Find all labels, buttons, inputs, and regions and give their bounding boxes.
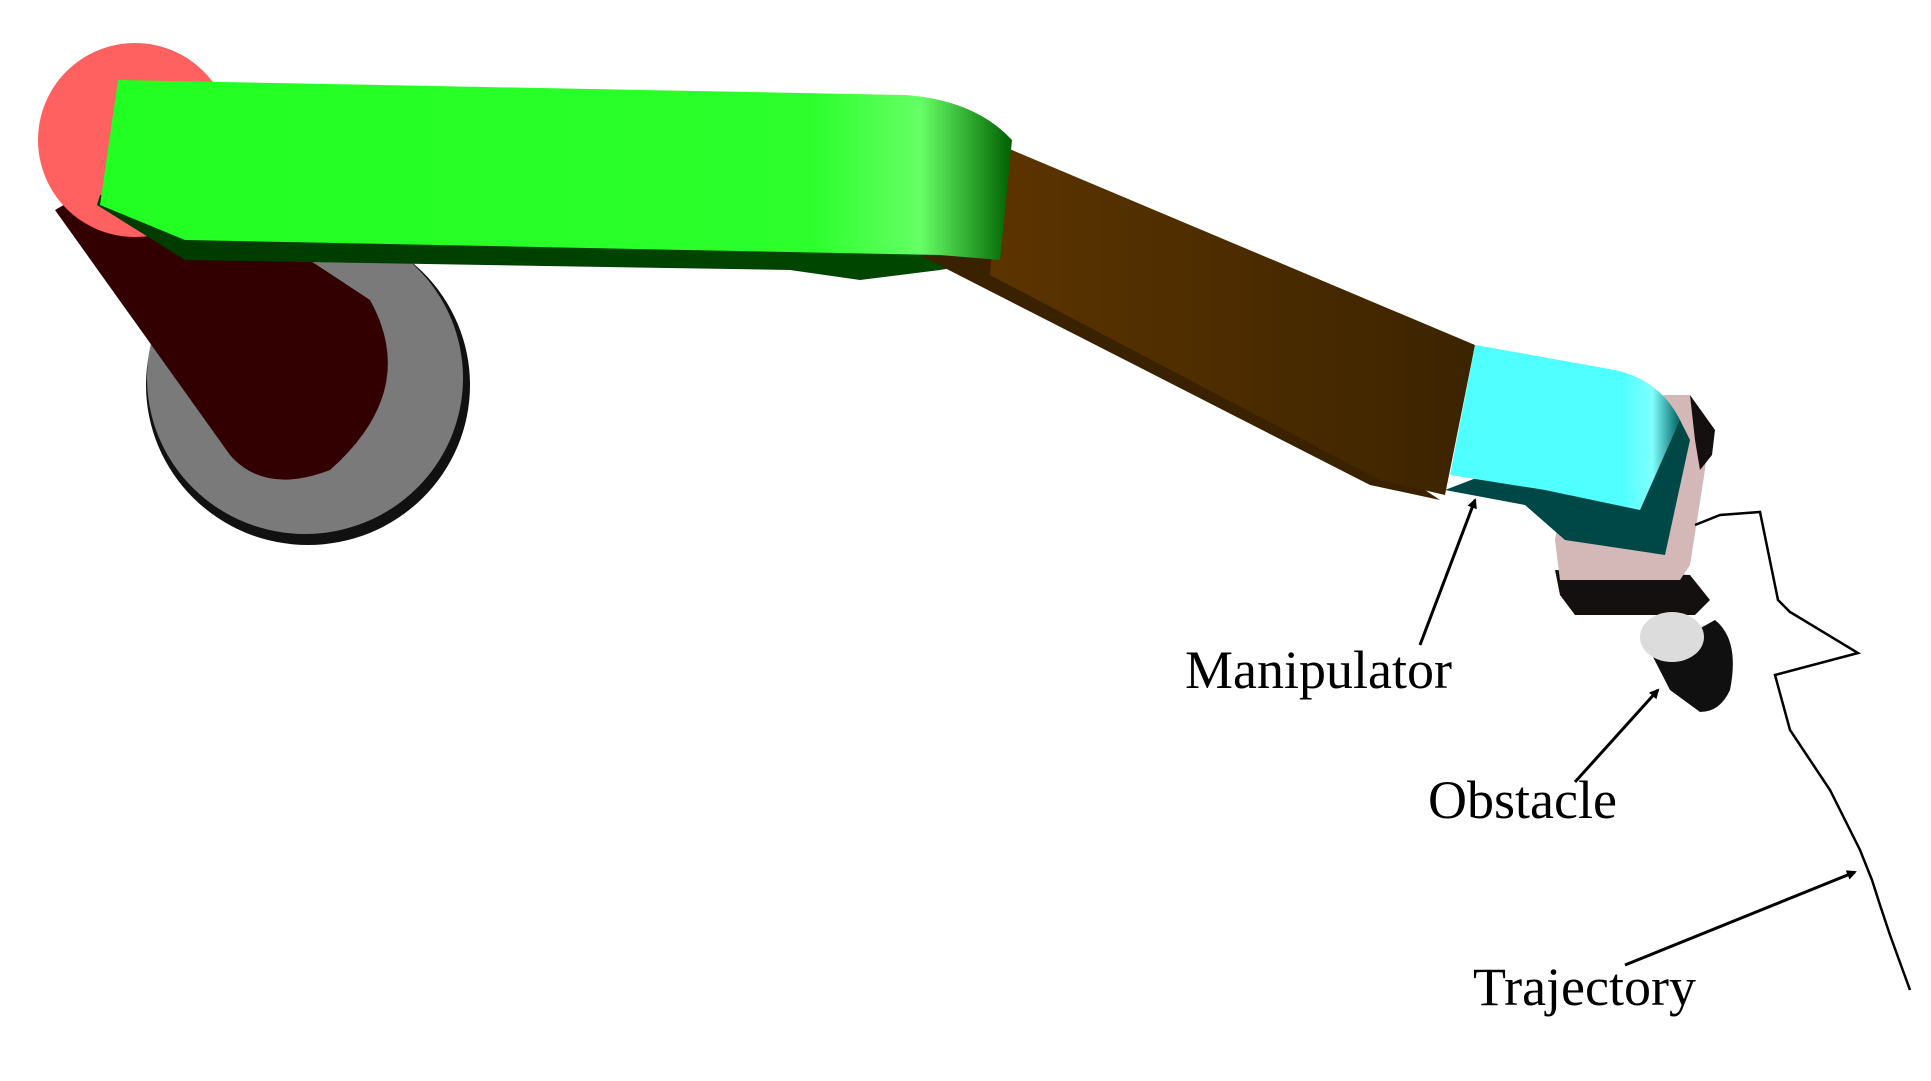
end-effector-edge [1690,395,1715,470]
link3-top [1450,345,1680,510]
manipulator-label: Manipulator [1185,640,1452,700]
trajectory-label: Trajectory [1473,957,1696,1017]
link2-top [990,145,1475,495]
end-effector-base [1555,570,1710,615]
obstacle-cylinder [1640,612,1733,712]
obstacle-arrow [1573,688,1660,784]
link1-top [100,80,1012,260]
trajectory-path [1694,510,1912,991]
obstacle-label: Obstacle [1428,770,1617,830]
trajectory-arrow [1624,870,1857,967]
manipulator-arrow [1418,498,1477,646]
